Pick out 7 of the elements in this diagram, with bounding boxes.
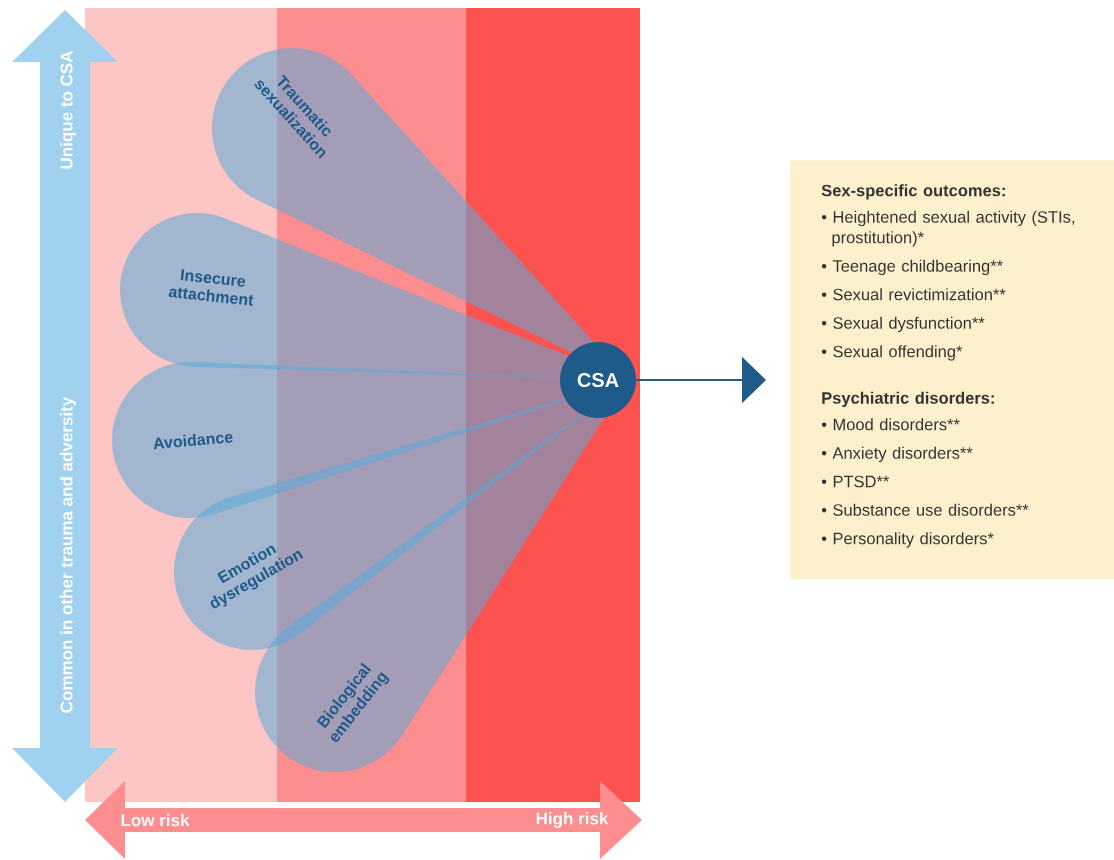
axis-label: High risk <box>536 812 609 828</box>
axis-label: Unique to CSA <box>60 50 76 169</box>
axis-label: Common in other trauma and adversity <box>60 396 76 713</box>
axis-label: Low risk <box>121 813 190 827</box>
petal-label: Insecure attachment <box>168 269 254 306</box>
outcomes-box: Sex-specific outcomes: • Heightened sexual activity (STIs, prostitution)* • Teenage childbearing** • Sexual revictimization** • Sexual dysfunction** • Sexual offending* Psychiatric disorders: • Mood disorders** • Anxiety disorders** • PTSD** • Substance use disorders** • Personality disorders* <box>790 160 1114 580</box>
petal-label: Avoidance <box>153 433 233 450</box>
